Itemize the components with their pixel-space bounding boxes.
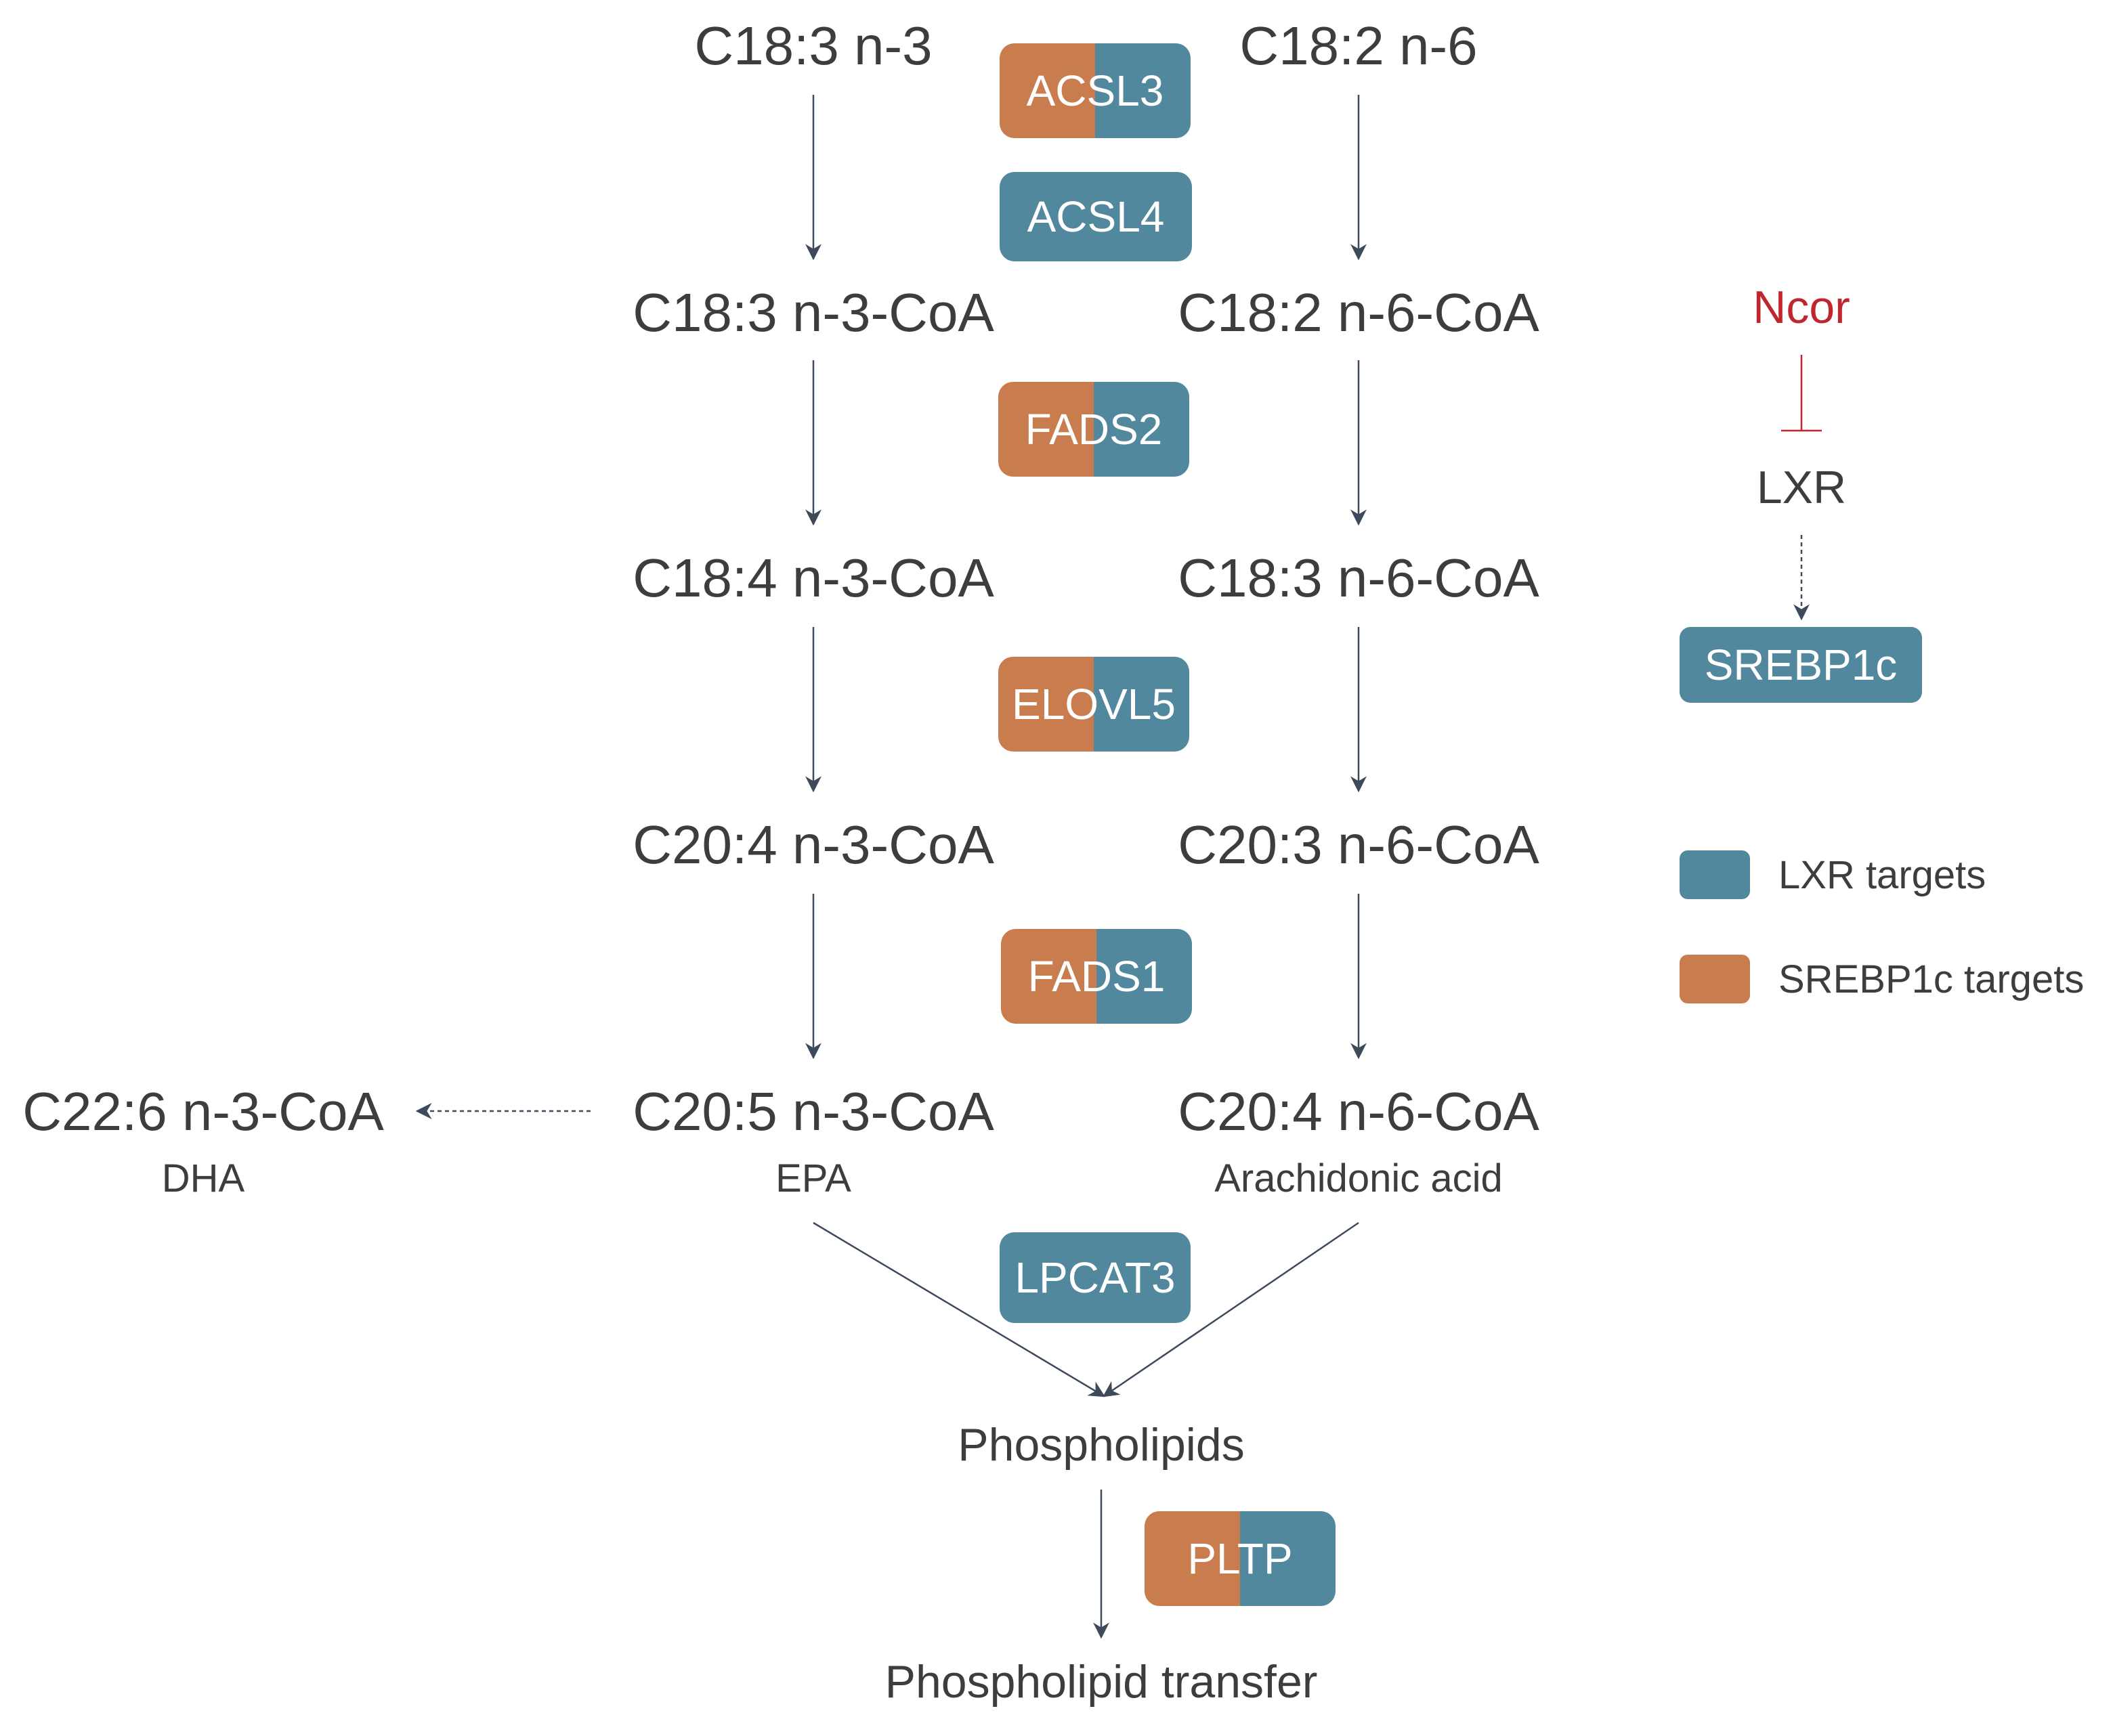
enzyme-label: LPCAT3 <box>1015 1253 1176 1302</box>
arrow-arachidonic-to-phospholipids <box>1103 1221 1359 1397</box>
node-c18-4-n3-coa: C18:4 n-3-CoA <box>633 548 994 608</box>
lxr-half <box>1240 1511 1336 1606</box>
legend-swatch-lxr <box>1680 850 1750 899</box>
enzyme-label: FADS1 <box>1027 952 1166 1001</box>
node-c20-5-n3-coa: C20:5 n-3-CoA <box>633 1081 994 1142</box>
label-arachidonic-acid: Arachidonic acid <box>1214 1156 1503 1200</box>
lxr-half <box>1680 627 1922 703</box>
enzyme-pltp: PLTP <box>1145 1511 1336 1606</box>
label-dha: DHA <box>161 1156 245 1200</box>
node-phospholipids: Phospholipids <box>958 1419 1245 1471</box>
node-lxr: LXR <box>1756 462 1847 513</box>
srebp-half <box>1000 43 1095 138</box>
lxr-half <box>1095 43 1191 138</box>
node-c18-3-n3: C18:3 n-3 <box>694 16 933 76</box>
enzyme-label: ACSL3 <box>1026 66 1164 115</box>
srebp-half <box>1145 1511 1240 1606</box>
enzyme-label: FADS2 <box>1025 405 1163 454</box>
legend-swatch-srebp <box>1680 955 1750 1003</box>
srebp-half <box>998 382 1094 477</box>
enzyme-fads1: FADS1 <box>1001 929 1192 1024</box>
enzyme-label: ACSL4 <box>1027 192 1165 241</box>
lxr-half <box>1000 172 1192 261</box>
node-c18-3-n6-coa: C18:3 n-6-CoA <box>1178 548 1539 608</box>
enzyme-fads2: FADS2 <box>998 382 1189 477</box>
node-phospholipid-transfer: Phospholipid transfer <box>884 1656 1318 1708</box>
enzyme-label: ELOVL5 <box>1012 680 1176 729</box>
node-c20-4-n3-coa: C20:4 n-3-CoA <box>633 815 994 875</box>
lxr-half <box>1094 382 1189 477</box>
label-epa: EPA <box>775 1156 851 1200</box>
node-c20-3-n6-coa: C20:3 n-6-CoA <box>1178 815 1539 875</box>
inhibition-ncor-lxr <box>1781 355 1822 432</box>
enzyme-acsl3: ACSL3 <box>1000 43 1191 138</box>
node-c18-3-n3-coa: C18:3 n-3-CoA <box>633 282 994 343</box>
srebp-half <box>1001 929 1096 1024</box>
srebp-half <box>998 657 1094 752</box>
arrow-epa-to-phospholipids <box>813 1221 1106 1397</box>
enzyme-lpcat3: LPCAT3 <box>1000 1232 1191 1323</box>
node-ncor: Ncor <box>1753 282 1850 333</box>
enzyme-acsl4: ACSL4 <box>1000 172 1192 261</box>
lxr-half <box>1000 1232 1191 1323</box>
node-c18-2-n6: C18:2 n-6 <box>1239 16 1478 76</box>
lxr-half <box>1094 657 1189 752</box>
node-c18-2-n6-coa: C18:2 n-6-CoA <box>1178 282 1539 343</box>
enzyme-elovl5: ELOVL5 <box>998 657 1189 752</box>
node-c22-6-n3-coa: C22:6 n-3-CoA <box>22 1081 384 1142</box>
node-c20-4-n6-coa: C20:4 n-6-CoA <box>1178 1081 1539 1142</box>
legend-label-lxr: LXR targets <box>1778 853 1986 897</box>
legend-label-srebp: SREBP1c targets <box>1778 957 2085 1001</box>
lxr-half <box>1096 929 1192 1024</box>
enzyme-srebp1c: SREBP1c <box>1680 627 1922 703</box>
enzyme-label: SREBP1c <box>1704 641 1898 689</box>
enzyme-label: PLTP <box>1187 1534 1293 1583</box>
